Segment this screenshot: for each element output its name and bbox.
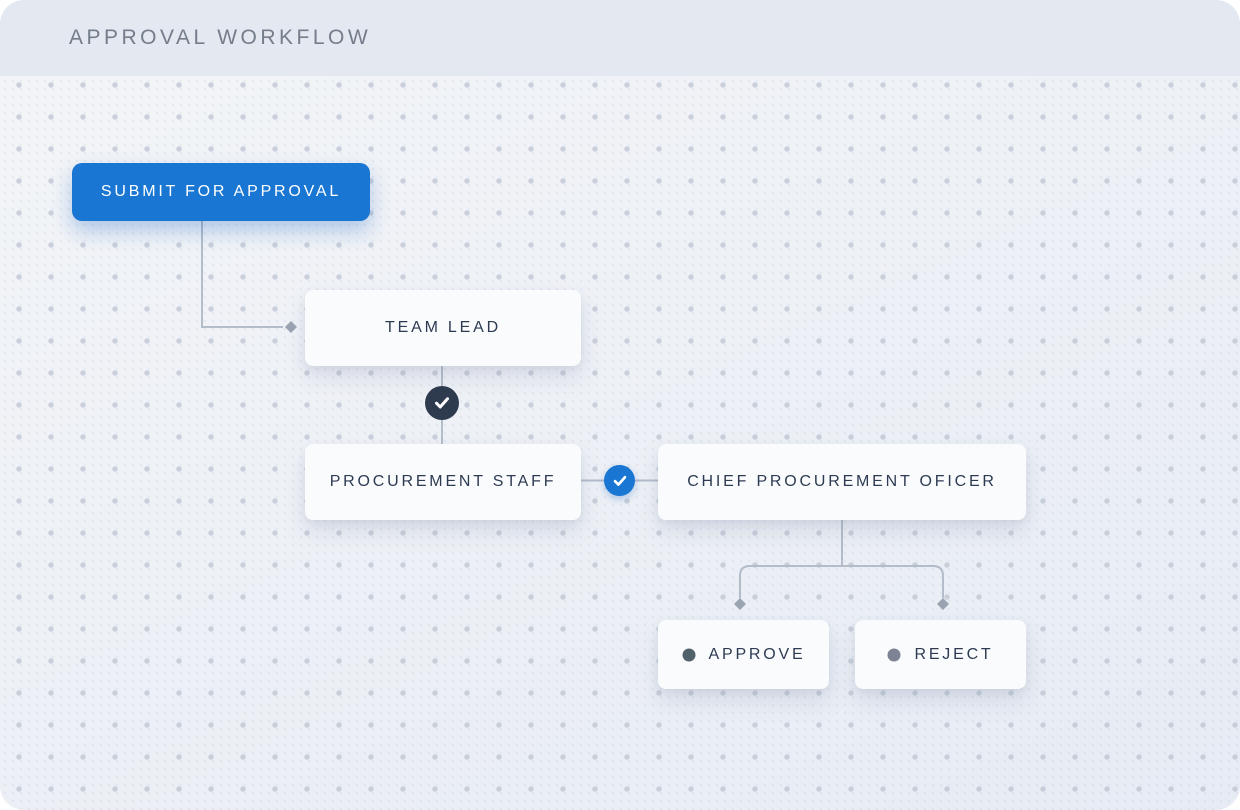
page-title: APPROVAL WORKFLOW xyxy=(69,26,372,49)
reject-button[interactable]: REJECT xyxy=(855,620,1026,689)
connector-branch xyxy=(739,565,944,598)
node-procurement-staff-label: PROCUREMENT STAFF xyxy=(329,473,557,490)
reject-button-label: REJECT xyxy=(914,645,994,663)
connector-submit-to-teamlead xyxy=(201,221,283,328)
procurement-approved-badge xyxy=(604,465,635,496)
diamond-arrowhead-icon xyxy=(937,598,949,610)
node-team-lead-label: TEAM LEAD xyxy=(385,319,501,336)
node-procurement-staff[interactable]: PROCUREMENT STAFF xyxy=(305,444,581,520)
diamond-arrowhead-icon xyxy=(734,598,746,610)
check-icon xyxy=(435,397,449,409)
workflow-canvas: SUBMIT FOR APPROVAL TEAM LEAD PROCUREMEN… xyxy=(0,76,1240,810)
submit-for-approval-button[interactable]: SUBMIT FOR APPROVAL xyxy=(72,163,370,221)
check-icon xyxy=(613,475,626,486)
teamlead-approved-badge xyxy=(425,386,459,420)
node-chief-procurement-officer[interactable]: CHIEF PROCUREMENT OFICER xyxy=(658,444,1026,520)
header-bar: APPROVAL WORKFLOW xyxy=(0,0,1240,76)
approve-bullet-icon xyxy=(682,648,696,661)
reject-bullet-icon xyxy=(887,648,901,661)
node-team-lead[interactable]: TEAM LEAD xyxy=(305,290,581,366)
approve-button-label: APPROVE xyxy=(708,645,806,663)
approve-button[interactable]: APPROVE xyxy=(658,620,829,689)
node-chief-procurement-officer-label: CHIEF PROCUREMENT OFICER xyxy=(687,473,997,490)
diamond-arrowhead-icon xyxy=(285,321,297,333)
